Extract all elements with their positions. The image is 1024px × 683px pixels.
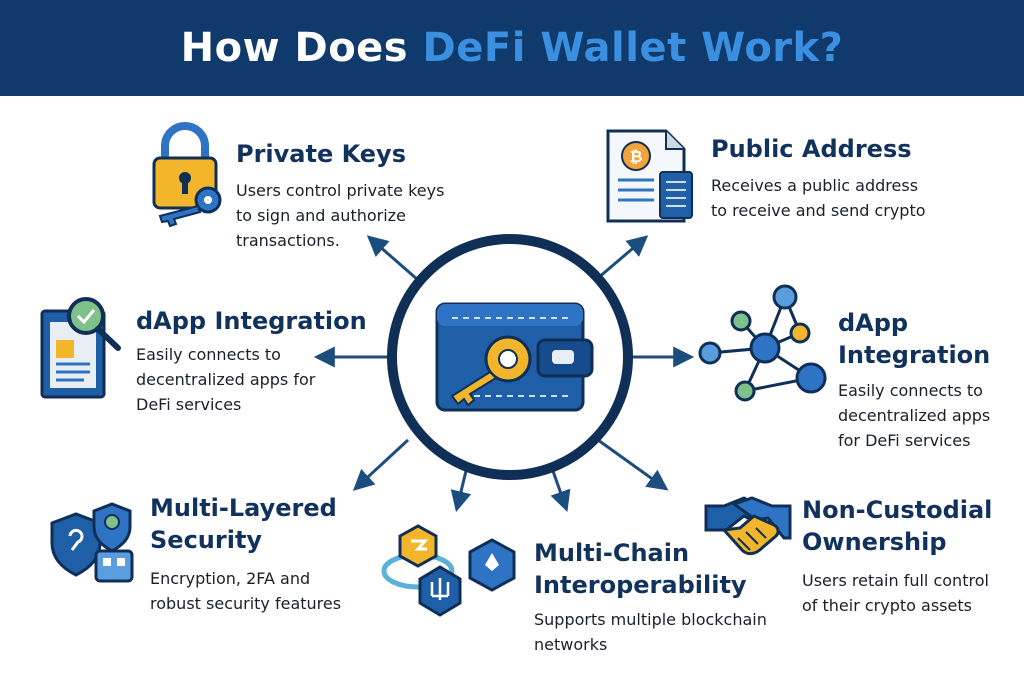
desc-line: Supports multiple blockchain xyxy=(534,610,767,629)
desc-line: Easily connects to xyxy=(838,381,983,400)
feature-title: Non-Custodial Ownership xyxy=(802,494,992,558)
arrow-multichain-right xyxy=(550,470,571,512)
desc-line: robust security features xyxy=(150,594,342,613)
arrow-private-keys xyxy=(366,235,419,282)
title-line: Multi-Chain xyxy=(534,539,690,567)
diagram-canvas: ₿ xyxy=(40,122,827,617)
arrow-multichain-left xyxy=(450,470,472,513)
feature-title: dApp Integration xyxy=(838,307,990,371)
desc-line: decentralized apps xyxy=(838,406,991,425)
desc-line: for DeFi services xyxy=(838,431,971,450)
desc-line: Users control private keys xyxy=(236,181,445,200)
feature-title: Multi-Layered Security xyxy=(150,492,341,556)
padlock-key-icon xyxy=(152,122,222,228)
arrow-noncustodial xyxy=(597,438,669,491)
feature-desc: Encryption, 2FA and robust security feat… xyxy=(150,566,341,616)
desc-line: networks xyxy=(534,635,608,654)
header-banner: How Does DeFi Wallet Work? xyxy=(0,0,1024,96)
connector-arrows xyxy=(313,235,695,513)
title-line: Non-Custodial xyxy=(802,496,993,524)
arrow-security xyxy=(352,438,410,491)
bitcoin-document-icon: ₿ xyxy=(606,129,693,223)
title-line: Ownership xyxy=(802,528,947,556)
desc-line: to receive and send crypto xyxy=(711,201,926,220)
desc-line: of their crypto assets xyxy=(802,596,972,615)
feature-desc: Easily connects to decentralized apps fo… xyxy=(838,378,990,453)
arrow-public-address xyxy=(597,235,649,280)
feature-private-keys: Private Keys Users control private keys … xyxy=(236,138,444,253)
feature-dapp-left: dApp Integration Easily connects to dece… xyxy=(136,305,367,417)
feature-security: Multi-Layered Security Encryption, 2FA a… xyxy=(150,492,341,616)
document-magnifier-icon xyxy=(40,297,121,399)
feature-title: Multi-Chain Interoperability xyxy=(534,537,767,601)
title-line: Multi-Layered xyxy=(150,494,337,522)
svg-text:₿: ₿ xyxy=(629,147,642,166)
desc-line: Easily connects to xyxy=(136,345,281,364)
title-line: Interoperability xyxy=(534,571,747,599)
feature-title: Public Address xyxy=(711,135,912,163)
title-prefix: How Does xyxy=(180,25,423,71)
title-highlight: DeFi Wallet Work? xyxy=(422,25,844,71)
wallet-with-key-icon xyxy=(387,234,633,480)
feature-desc: Receives a public address to receive and… xyxy=(711,173,926,223)
chain-tokens-icon xyxy=(381,524,516,617)
feature-desc: Users control private keys to sign and a… xyxy=(236,178,444,253)
feature-public-address: Public Address Receives a public address… xyxy=(711,133,926,223)
feature-desc: Easily connects to decentralized apps fo… xyxy=(136,342,367,417)
desc-line: to sign and authorize xyxy=(236,206,406,225)
desc-line: Users retain full control xyxy=(802,571,989,590)
title-line: Integration xyxy=(838,341,991,369)
desc-line: Encryption, 2FA and xyxy=(150,569,311,588)
desc-line: decentralized apps for xyxy=(136,370,316,389)
feature-title: Private Keys xyxy=(236,140,406,168)
shields-lock-icon xyxy=(50,502,134,583)
feature-noncustodial: Non-Custodial Ownership Users retain ful… xyxy=(802,494,992,618)
title-line: dApp xyxy=(838,309,909,337)
feature-desc: Supports multiple blockchain networks xyxy=(534,607,767,657)
feature-multichain: Multi-Chain Interoperability Supports mu… xyxy=(534,537,767,657)
desc-line: DeFi services xyxy=(136,395,242,414)
feature-desc: Users retain full control of their crypt… xyxy=(802,568,992,618)
title-line: Security xyxy=(150,526,263,554)
network-nodes-icon xyxy=(698,284,827,402)
desc-line: transactions. xyxy=(236,231,340,250)
page-title: How Does DeFi Wallet Work? xyxy=(181,25,844,71)
handshake-icon xyxy=(704,496,792,556)
feature-dapp-right: dApp Integration Easily connects to dece… xyxy=(838,307,990,453)
desc-line: Receives a public address xyxy=(711,176,919,195)
feature-title: dApp Integration xyxy=(136,307,367,335)
